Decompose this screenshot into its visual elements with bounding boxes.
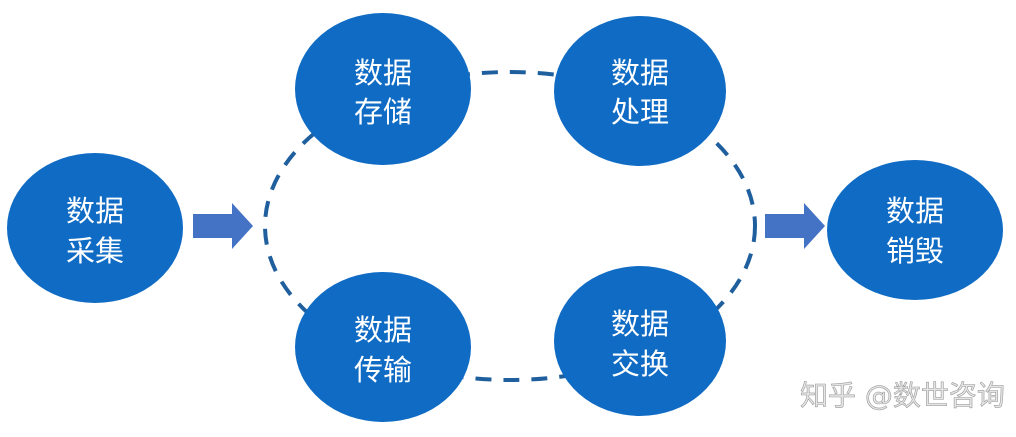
node-destroy: 数据 销毁	[827, 160, 1003, 300]
node-label: 处理	[611, 95, 669, 129]
node-label: 数据	[886, 194, 944, 228]
node-transmit: 数据 传输	[295, 272, 471, 422]
node-label: 数据	[354, 313, 412, 347]
node-label: 存储	[354, 95, 412, 129]
node-label: 销毁	[886, 234, 944, 268]
node-label: 数据	[611, 56, 669, 90]
node-exchange: 数据 交换	[554, 266, 726, 416]
node-label: 传输	[354, 353, 412, 387]
node-collect: 数据 采集	[7, 153, 183, 303]
node-label: 数据	[611, 307, 669, 341]
node-label: 交换	[611, 347, 669, 381]
arrow-right-icon	[193, 203, 253, 249]
dashed-cycle-ring	[263, 70, 757, 382]
node-label: 数据	[66, 194, 124, 228]
watermark: 知乎 @数世咨询	[800, 379, 1005, 412]
node-label: 数据	[354, 56, 412, 90]
node-label: 采集	[66, 234, 124, 268]
arrow-right-icon	[765, 203, 825, 249]
node-store: 数据 存储	[295, 13, 471, 165]
node-process: 数据 处理	[554, 16, 726, 166]
